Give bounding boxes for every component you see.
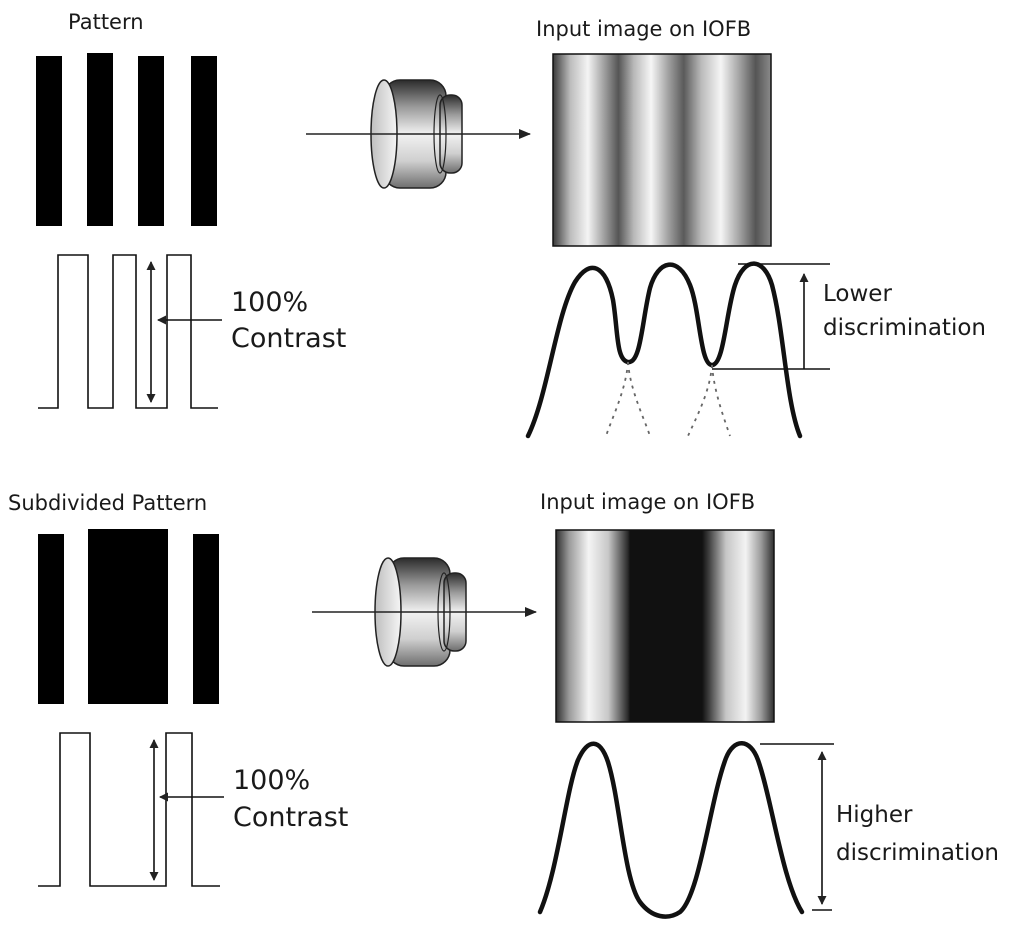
top-image-title: Input image on IOFB — [536, 17, 751, 41]
pattern-bar — [36, 56, 62, 226]
bottom-square-wave — [38, 732, 220, 887]
bottom-image — [555, 529, 775, 723]
top-intensity-profile — [525, 261, 803, 439]
bottom-discrimination-line1: Higher — [836, 802, 913, 828]
bottom-section: Subdivided Pattern 100% Contrast Input i… — [8, 490, 999, 919]
bottom-contrast-value: 100% — [233, 765, 310, 796]
bottom-discrimination-line2: discrimination — [836, 840, 999, 866]
pattern-bar — [38, 534, 64, 704]
bottom-intensity-profile — [537, 741, 805, 919]
pattern-bar — [87, 53, 113, 226]
bottom-image-title: Input image on IOFB — [540, 490, 755, 514]
top-blurred-image — [552, 53, 772, 247]
pattern-bar-wide — [88, 529, 168, 704]
top-discrimination-line1: Lower — [823, 281, 892, 307]
pattern-bar — [193, 534, 219, 704]
top-section: Pattern 100% Contrast Input image on IOF… — [36, 10, 986, 439]
top-contrast-word: Contrast — [231, 323, 346, 354]
bottom-pattern-title: Subdivided Pattern — [8, 491, 207, 515]
top-pattern-bars — [36, 53, 217, 226]
bottom-pattern-bars — [38, 529, 219, 704]
top-pattern-title: Pattern — [68, 10, 144, 34]
top-discrimination-line2: discrimination — [823, 315, 986, 341]
top-square-wave — [38, 254, 218, 409]
pattern-bar — [138, 56, 164, 226]
top-overlap-tails — [605, 361, 731, 437]
top-contrast-value: 100% — [231, 287, 308, 318]
pattern-bar — [191, 56, 217, 226]
bottom-contrast-word: Contrast — [233, 802, 348, 833]
